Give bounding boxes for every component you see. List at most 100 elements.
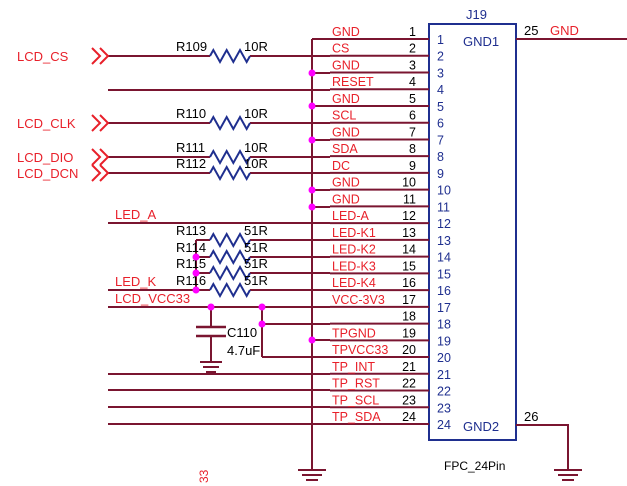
pin-number-outer: 7 (409, 125, 416, 139)
pin-number-outer: 3 (409, 58, 416, 72)
pad-gnd2-num: 26 (524, 409, 538, 424)
resistor-zigzag (209, 164, 251, 182)
pin-number-outer: 14 (402, 243, 416, 257)
pin-number-inner: 8 (437, 150, 444, 164)
pin-number-inner: 7 (437, 133, 444, 147)
pin-net-label: TPGND (332, 326, 376, 340)
pin-net-label: VCC-3V3 (332, 293, 385, 307)
capacitor-ref: C110 (227, 325, 257, 340)
pin-number-outer: 18 (402, 310, 416, 324)
connector-body (428, 23, 517, 441)
pin-number-inner: 17 (437, 301, 451, 315)
pin-number-inner: 10 (437, 184, 451, 198)
pin-number-outer: 4 (409, 75, 416, 89)
resistor-ref: R112 (176, 156, 206, 171)
pin-number-outer: 24 (402, 410, 416, 424)
pin-number-inner: 22 (437, 385, 451, 399)
left-wires (108, 55, 330, 425)
connector-part: FPC_24Pin (444, 459, 505, 473)
resistor-zigzag (209, 148, 251, 166)
pin-number-outer: 15 (402, 259, 416, 273)
resistor-output-wires (250, 55, 330, 291)
pin-net-label: LED-K4 (332, 276, 376, 290)
pin-number-inner: 18 (437, 318, 451, 332)
pin-number-outer: 8 (409, 142, 416, 156)
pin-number-inner: 11 (437, 200, 450, 214)
vcc-network (196, 307, 330, 373)
resistor-ref: R111 (176, 140, 205, 155)
svg-text:LCD_CLK: LCD_CLK (17, 116, 76, 131)
pin-net-label: GND (332, 58, 360, 72)
pin-number-outer: 19 (402, 326, 416, 340)
pin-number-outer: 9 (409, 159, 416, 173)
pin-number-outer: 17 (402, 293, 416, 307)
pin-net-label: GND (332, 192, 360, 206)
resistor-value: 10R (244, 39, 268, 54)
pin-number-inner: 2 (437, 50, 444, 64)
pin-number-outer: 23 (402, 393, 416, 407)
pin-number-outer: 2 (409, 42, 416, 56)
pin-net-label: GND (332, 92, 360, 106)
pin-net-label: GND (332, 25, 360, 39)
resistor-value: 10R (244, 106, 268, 121)
pin-number-inner: 14 (437, 251, 451, 265)
pin-number-outer: 12 (402, 209, 416, 223)
pin-net-label: TP_INT (332, 360, 375, 374)
resistor-ref: R113 (176, 223, 206, 238)
net-led-k: LED_K (115, 274, 157, 289)
pin-number-outer: 11 (403, 192, 416, 206)
resistor-ref: R109 (176, 39, 207, 54)
resistor-zigzag (209, 281, 251, 299)
resistor-value: 10R (244, 140, 268, 155)
pad-gnd1-net: GND (550, 23, 579, 38)
resistor-zigzag (209, 248, 251, 266)
pad-gnd1-label: GND1 (463, 34, 499, 49)
pin-number-outer: 22 (402, 377, 416, 391)
pin-number-outer: 5 (409, 92, 416, 106)
pin-net-label: TP_SDA (332, 410, 381, 424)
pin-net-label: SCL (332, 109, 356, 123)
resistor-zigzag (209, 114, 251, 132)
pin-number-outer: 1 (409, 25, 416, 39)
page-marker: 33 (197, 469, 211, 483)
pin-net-label: TPVCC33 (332, 343, 388, 357)
pad-gnd2-label: GND2 (463, 419, 499, 434)
net-lcd-vcc33: LCD_VCC33 (115, 291, 190, 306)
gnd2-wire (516, 424, 569, 470)
pin-net-label: CS (332, 42, 349, 56)
pin-number-inner: 19 (437, 334, 451, 348)
capacitor-value: 4.7uF (227, 343, 260, 358)
resistor-zigzag (209, 231, 251, 249)
pin-number-inner: 1 (437, 33, 444, 47)
resistor-value: 10R (244, 156, 268, 171)
port-lcd-clk: LCD_CLK (17, 114, 110, 132)
pin-net-label: TP_SCL (332, 393, 379, 407)
resistor-value: 51R (244, 273, 268, 288)
pin-number-inner: 9 (437, 167, 444, 181)
pin-number-outer: 20 (402, 343, 416, 357)
pin-net-label: RESET (332, 75, 374, 89)
pin-number-inner: 20 (437, 351, 451, 365)
pin-number-outer: 21 (402, 360, 416, 374)
resistor-value: 51R (244, 223, 268, 238)
pin-net-label: LED-K1 (332, 226, 376, 240)
pin-net-label: SDA (332, 142, 358, 156)
port-lcd-cs: LCD_CS (17, 47, 110, 65)
pin-number-inner: 15 (437, 267, 451, 281)
pin-number-inner: 21 (437, 368, 451, 382)
resistor-ref: R115 (176, 256, 206, 271)
pin-number-outer: 13 (402, 226, 416, 240)
port-lcd-dio: LCD_DIO (17, 148, 110, 166)
ground-symbol-gnd2 (554, 469, 582, 481)
svg-text:LCD_CS: LCD_CS (17, 49, 69, 64)
pin-net-label: DC (332, 159, 350, 173)
pin-net-label: GND (332, 125, 360, 139)
pin-number-inner: 24 (437, 418, 451, 432)
pin-number-inner: 23 (437, 401, 451, 415)
pin-number-inner: 3 (437, 66, 444, 80)
pin-net-label: TP_RST (332, 377, 380, 391)
